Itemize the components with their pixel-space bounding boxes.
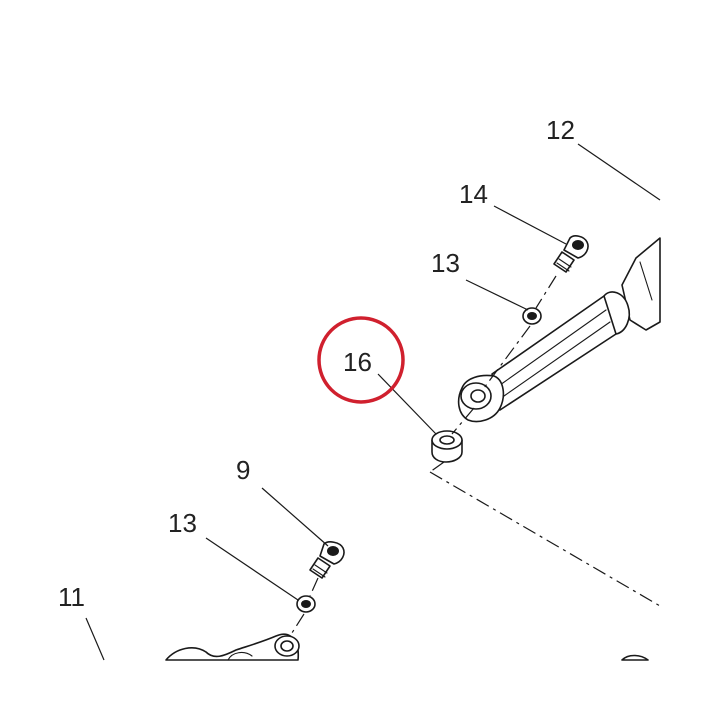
arm-part-12 bbox=[491, 237, 661, 411]
callout-16-highlight bbox=[317, 316, 405, 404]
callout-label-16: 16 bbox=[343, 347, 372, 377]
screw-part-14 bbox=[553, 235, 589, 273]
callout-label-9: 9 bbox=[236, 455, 250, 485]
callout-label-12: 12 bbox=[546, 115, 575, 145]
washer-part-13-lower bbox=[296, 595, 316, 613]
leader-lines bbox=[85, 143, 661, 661]
assembly-centerlines bbox=[289, 275, 661, 637]
washer-part-13-upper bbox=[522, 307, 542, 325]
bracket-part-11 bbox=[165, 633, 649, 661]
arm-eye-end bbox=[457, 374, 505, 423]
callout-label-11: 11 bbox=[58, 582, 85, 612]
spacer-part-16 bbox=[431, 430, 463, 463]
callout-label-13-lower: 13 bbox=[168, 508, 197, 538]
callout-label-13-upper: 13 bbox=[431, 248, 460, 278]
callout-label-14: 14 bbox=[459, 179, 488, 209]
screw-part-9 bbox=[309, 541, 345, 579]
